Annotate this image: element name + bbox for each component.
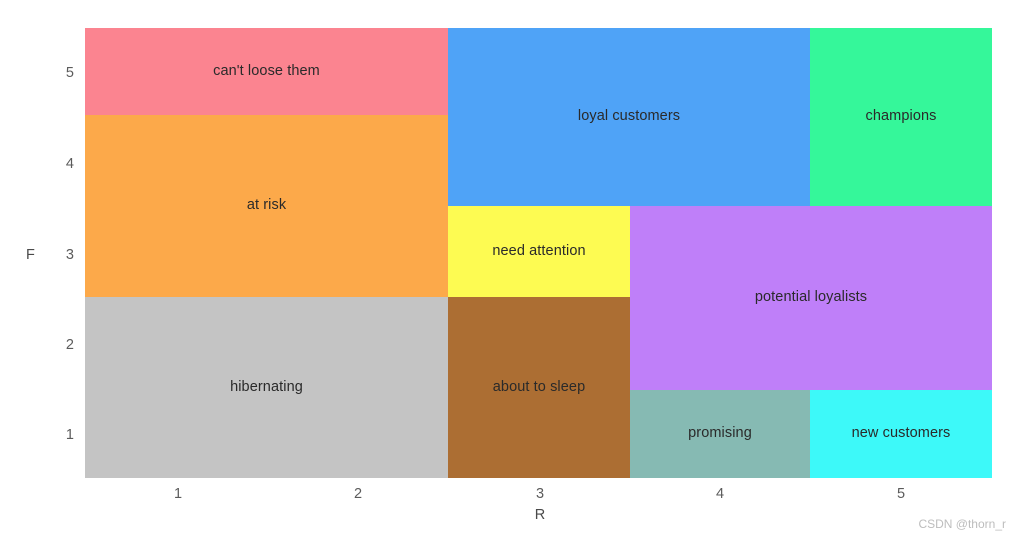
segment-label: hibernating bbox=[230, 378, 303, 395]
y-tick-4: 4 bbox=[65, 156, 74, 172]
segment-at-risk: at risk bbox=[85, 115, 448, 297]
y-tick-2: 2 bbox=[65, 337, 74, 353]
x-tick-2: 2 bbox=[353, 486, 363, 502]
segment-champions: champions bbox=[810, 28, 992, 206]
x-tick-3: 3 bbox=[535, 486, 545, 502]
segment-label: promising bbox=[688, 425, 752, 442]
segment-label: champions bbox=[865, 108, 937, 125]
y-tick-1: 1 bbox=[65, 427, 74, 443]
segment-label: about to sleep bbox=[492, 378, 586, 395]
segment-label: need attention bbox=[492, 242, 586, 259]
segment-new-customers: new customers bbox=[810, 390, 992, 478]
segment-about-to-sleep: about to sleep bbox=[448, 297, 630, 478]
segment-potential-loyalists: potential loyalists bbox=[630, 206, 992, 390]
segment-label: at risk bbox=[246, 197, 287, 214]
x-axis-title: R bbox=[534, 507, 546, 523]
segment-hibernating: hibernating bbox=[85, 297, 448, 478]
segment-label: can't loose them bbox=[213, 62, 320, 79]
y-tick-3: 3 bbox=[65, 247, 74, 263]
x-tick-1: 1 bbox=[173, 486, 183, 502]
x-tick-5: 5 bbox=[896, 486, 906, 502]
segment-promising: promising bbox=[630, 390, 810, 478]
segment-label: potential loyalists bbox=[754, 289, 868, 306]
segment-can-t-loose-them: can't loose them bbox=[85, 28, 448, 115]
segment-label: loyal customers bbox=[577, 108, 681, 125]
segment-loyal-customers: loyal customers bbox=[448, 28, 810, 206]
segment-need-attention: need attention bbox=[448, 206, 630, 297]
plot-area: can't loose them at risk hibernating loyal … bbox=[85, 28, 992, 478]
y-tick-5: 5 bbox=[65, 65, 74, 81]
x-tick-4: 4 bbox=[715, 486, 725, 502]
watermark: CSDN @thorn_r bbox=[918, 517, 1006, 531]
segment-label: new customers bbox=[851, 425, 951, 442]
y-axis-title: F bbox=[26, 247, 35, 263]
